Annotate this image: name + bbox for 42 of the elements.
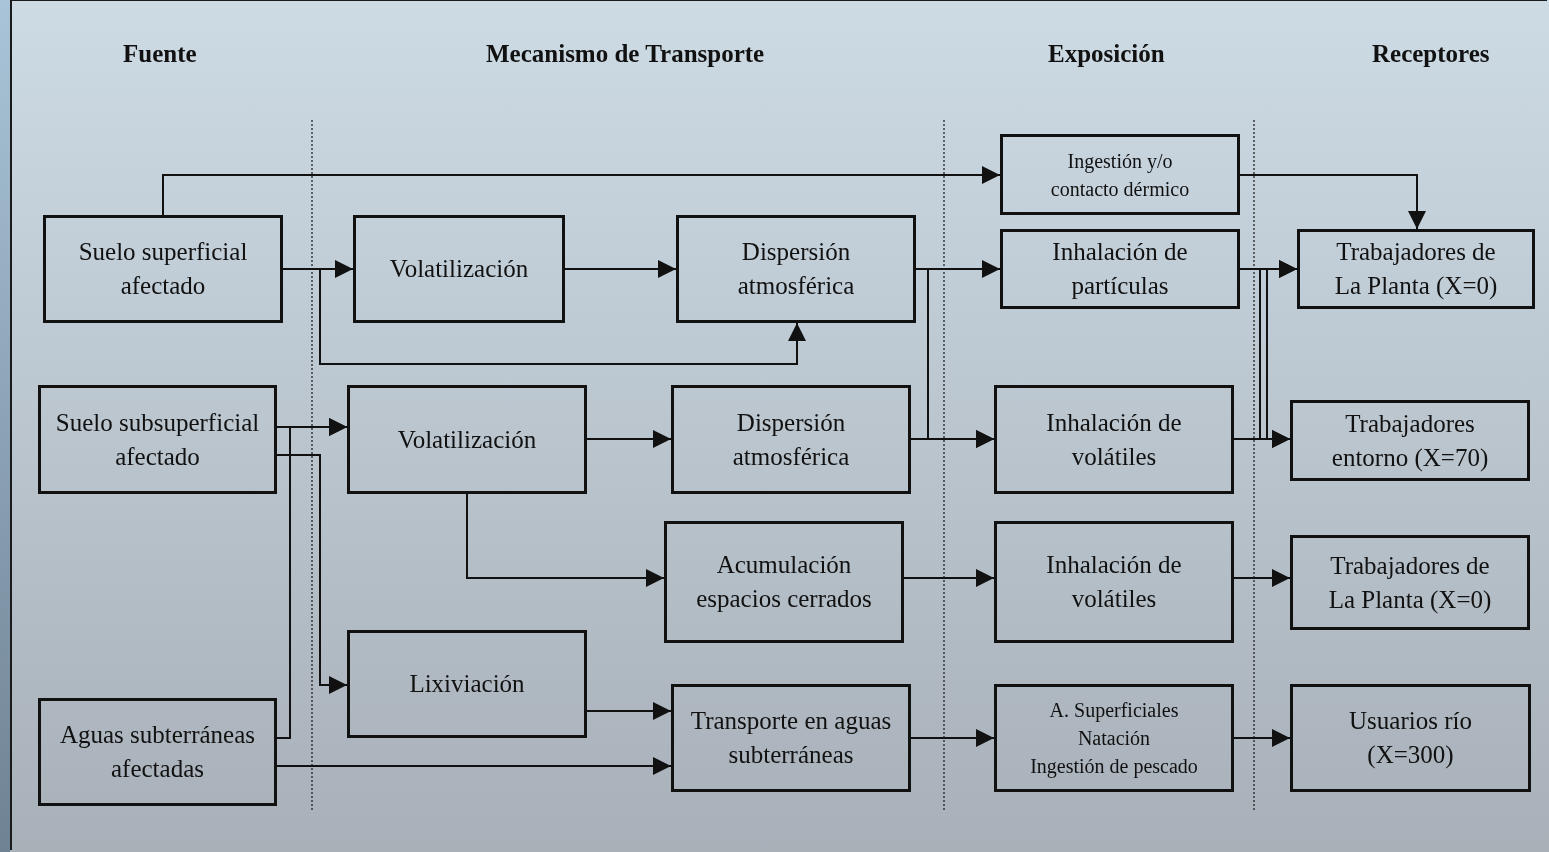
arrow bbox=[276, 418, 348, 739]
arrow bbox=[903, 569, 995, 587]
process-box: Aguas subterráneas afectadas bbox=[38, 698, 277, 806]
process-box: Volatilización bbox=[347, 385, 587, 494]
box-text: Natación bbox=[1077, 726, 1151, 751]
process-box: Transporte en aguas subterráneas bbox=[671, 684, 911, 792]
process-box: Ingestión y/o contacto dérmico bbox=[1000, 134, 1240, 215]
box-text: A. Superficiales bbox=[1049, 698, 1179, 724]
process-box: Dispersión atmosférica bbox=[671, 385, 911, 494]
column-heading: Fuente bbox=[123, 40, 197, 68]
box-text: Ingestión de pescado bbox=[1030, 754, 1198, 780]
arrow bbox=[276, 454, 348, 694]
arrow bbox=[1233, 729, 1291, 747]
process-box: Inhalación de volátiles bbox=[994, 521, 1234, 643]
process-box: Inhalación de partículas bbox=[1000, 229, 1240, 309]
arrow bbox=[1239, 174, 1426, 230]
process-box: Trabajadores entorno (X=70) bbox=[1290, 400, 1530, 481]
process-box: Lixiviación bbox=[347, 630, 587, 738]
arrow bbox=[162, 166, 1001, 216]
process-box: Dispersión atmosférica bbox=[676, 215, 916, 323]
process-box: Trabajadores de La Planta (X=0) bbox=[1290, 535, 1530, 630]
column-heading: Mecanismo de Transporte bbox=[486, 40, 765, 68]
arrow bbox=[586, 702, 672, 720]
arrow bbox=[1233, 260, 1298, 440]
process-box: Inhalación de volátiles bbox=[994, 385, 1234, 494]
arrow bbox=[282, 268, 806, 365]
process-box: Volatilización bbox=[353, 215, 565, 323]
process-box: Suelo superficial afectado bbox=[43, 215, 283, 323]
column-heading: Receptores bbox=[1372, 40, 1490, 68]
arrow bbox=[910, 430, 995, 448]
arrow bbox=[1233, 569, 1291, 587]
arrow bbox=[586, 430, 672, 448]
arrow bbox=[564, 260, 677, 278]
process-box bbox=[994, 684, 1234, 792]
arrow bbox=[466, 493, 665, 587]
process-box: Suelo subsuperficial afectado bbox=[38, 385, 277, 494]
process-box: Acumulación espacios cerrados bbox=[664, 521, 904, 643]
arrow bbox=[276, 757, 672, 775]
process-box: Trabajadores de La Planta (X=0) bbox=[1297, 229, 1535, 309]
process-box: Usuarios río (X=300) bbox=[1290, 684, 1531, 792]
arrow bbox=[910, 729, 995, 747]
column-heading: Exposición bbox=[1048, 40, 1165, 68]
